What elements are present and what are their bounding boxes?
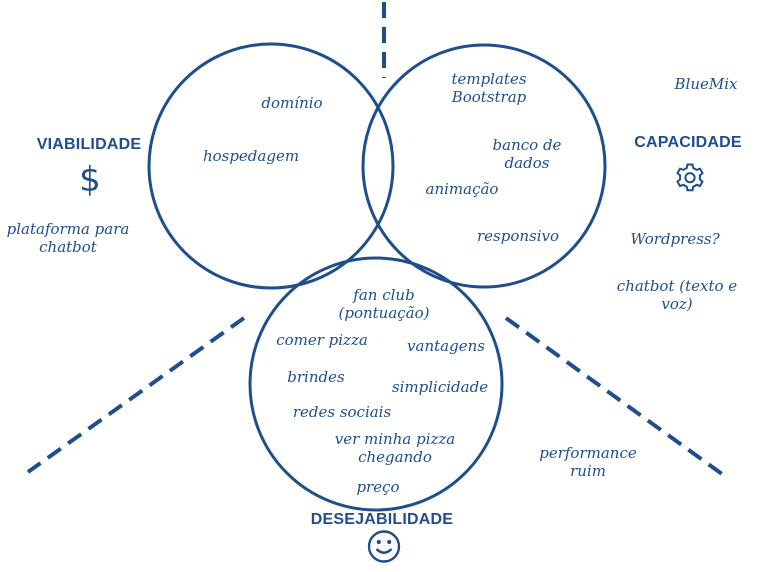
viability-heading: VIABILIDADE bbox=[36, 136, 142, 153]
note-vantagens: vantagens bbox=[407, 337, 485, 355]
note-comer-pizza: comer pizza bbox=[276, 331, 368, 349]
note-chatbot: chatbot (texto e voz) bbox=[616, 277, 738, 313]
capability-circle bbox=[361, 43, 607, 289]
note-wordpress: Wordpress? bbox=[630, 230, 720, 248]
desirability-circle bbox=[248, 256, 504, 512]
note-hospedagem: hospedagem bbox=[202, 147, 300, 165]
smiley-icon bbox=[366, 529, 402, 570]
note-bluemix: BlueMix bbox=[674, 75, 738, 93]
note-preco: preço bbox=[356, 478, 400, 496]
dollar-icon: $ bbox=[79, 160, 101, 200]
note-dominio: domínio bbox=[261, 94, 323, 112]
note-brindes: brindes bbox=[287, 368, 345, 386]
note-simplicidade: simplicidade bbox=[391, 378, 489, 396]
note-ver-pizza: ver minha pizza chegando bbox=[334, 430, 456, 466]
desirability-heading: DESEJABILIDADE bbox=[310, 511, 454, 528]
note-animacao: animação bbox=[425, 180, 499, 198]
note-performance: performance ruim bbox=[539, 444, 637, 480]
capability-heading: CAPACIDADE bbox=[634, 134, 742, 151]
left-dashed-line bbox=[26, 316, 246, 474]
note-templates: templates Bootstrap bbox=[451, 70, 527, 106]
gear-icon bbox=[673, 162, 707, 201]
note-redes-sociais: redes sociais bbox=[292, 403, 392, 421]
viability-circle bbox=[147, 42, 395, 290]
right-dashed-line bbox=[504, 316, 724, 476]
note-banco: banco de dados bbox=[492, 136, 562, 172]
note-fanclub: fan club (pontuação) bbox=[338, 286, 430, 322]
note-responsivo: responsivo bbox=[476, 227, 560, 245]
note-plataforma: plataforma para chatbot bbox=[6, 220, 130, 256]
